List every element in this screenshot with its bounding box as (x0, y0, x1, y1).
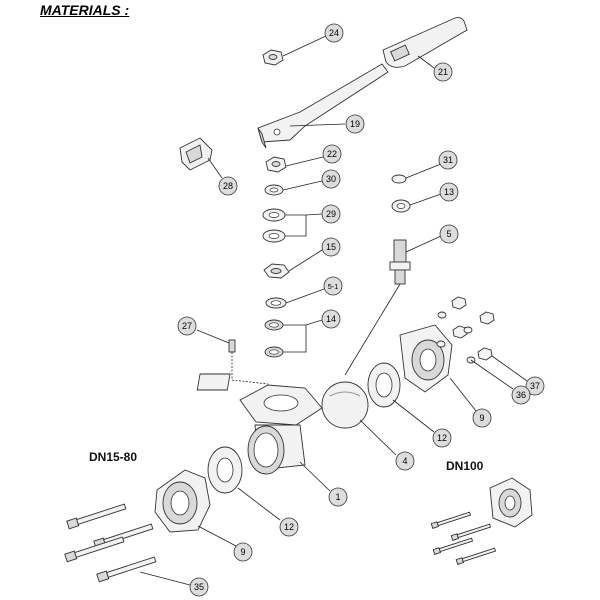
svg-text:27: 27 (182, 321, 192, 331)
svg-text:28: 28 (223, 181, 233, 191)
callout-21: 21 (433, 62, 453, 82)
part-stem-5 (344, 239, 411, 376)
part-body-1 (196, 373, 323, 475)
part-packing-14 (264, 319, 284, 358)
svg-text:37: 37 (530, 381, 540, 391)
part-bolts-35 (64, 503, 157, 583)
svg-text:35: 35 (194, 582, 204, 592)
callout-37: 37 (525, 376, 545, 396)
part-nut-22 (265, 156, 287, 173)
part-washers-29 (262, 208, 286, 243)
callout-15: 15 (321, 237, 341, 257)
callout-27: 27 (177, 316, 197, 336)
callout-12-upper: 12 (432, 428, 452, 448)
part-endcap-9a (399, 324, 453, 393)
materials-title: MATERIALS : (40, 2, 130, 18)
callout-12-lower: 12 (279, 517, 299, 537)
svg-text:12: 12 (437, 433, 447, 443)
part-washer-5-1 (265, 297, 287, 309)
part-handle-sleeve-21 (382, 17, 468, 68)
part-endcap-9b (154, 469, 211, 533)
label-dn15-80: DN15-80 (89, 450, 137, 464)
callout-9-lower: 9 (233, 542, 253, 562)
svg-text:29: 29 (326, 209, 336, 219)
part-stop-28 (179, 137, 213, 171)
callout-9-upper: 9 (472, 408, 492, 428)
svg-text:31: 31 (443, 155, 453, 165)
svg-text:19: 19 (350, 119, 360, 129)
svg-text:30: 30 (326, 174, 336, 184)
callout-28: 28 (218, 176, 238, 196)
svg-text:9: 9 (240, 547, 245, 557)
svg-text:9: 9 (479, 413, 484, 423)
callout-24: 24 (324, 23, 344, 43)
part-nuts-36-37 (436, 296, 495, 364)
part-screw-27 (228, 339, 269, 385)
callout-14: 14 (321, 309, 341, 329)
part-seal-13 (391, 199, 411, 213)
callout-13: 13 (439, 182, 459, 202)
callout-29: 29 (321, 204, 341, 224)
svg-text:15: 15 (326, 242, 336, 252)
callout-36: 36 (511, 385, 531, 405)
callout-5-1: 5-1 (323, 276, 343, 296)
part-nut-24 (262, 49, 284, 66)
svg-text:21: 21 (438, 67, 448, 77)
svg-text:4: 4 (402, 456, 407, 466)
callout-35: 35 (189, 577, 209, 597)
part-oring-31 (391, 174, 407, 184)
svg-text:24: 24 (329, 28, 339, 38)
svg-text:1: 1 (335, 492, 340, 502)
leader-lines (139, 35, 528, 586)
part-handle-19 (257, 63, 389, 149)
label-dn100: DN100 (446, 459, 484, 473)
callout-31: 31 (438, 150, 458, 170)
part-seat-12a (367, 362, 401, 408)
part-gland-15 (263, 263, 290, 279)
callout-19: 19 (345, 114, 365, 134)
callout-30: 30 (321, 169, 341, 189)
svg-text:5-1: 5-1 (328, 282, 339, 291)
part-washer-30 (264, 184, 284, 196)
callout-22: 22 (322, 144, 342, 164)
svg-text:14: 14 (326, 314, 336, 324)
part-ball-4 (321, 381, 369, 429)
callout-group: 24 21 19 22 28 30 29 15 5-1 14 27 31 13 … (177, 23, 545, 597)
callout-5: 5 (439, 224, 459, 244)
part-gasket-12b (207, 446, 243, 494)
svg-text:22: 22 (327, 149, 337, 159)
svg-text:36: 36 (516, 390, 526, 400)
callout-4: 4 (395, 451, 415, 471)
svg-text:5: 5 (446, 229, 451, 239)
svg-text:13: 13 (444, 187, 454, 197)
svg-text:12: 12 (284, 522, 294, 532)
callout-1: 1 (328, 487, 348, 507)
part-dn100-assembly (430, 477, 533, 565)
